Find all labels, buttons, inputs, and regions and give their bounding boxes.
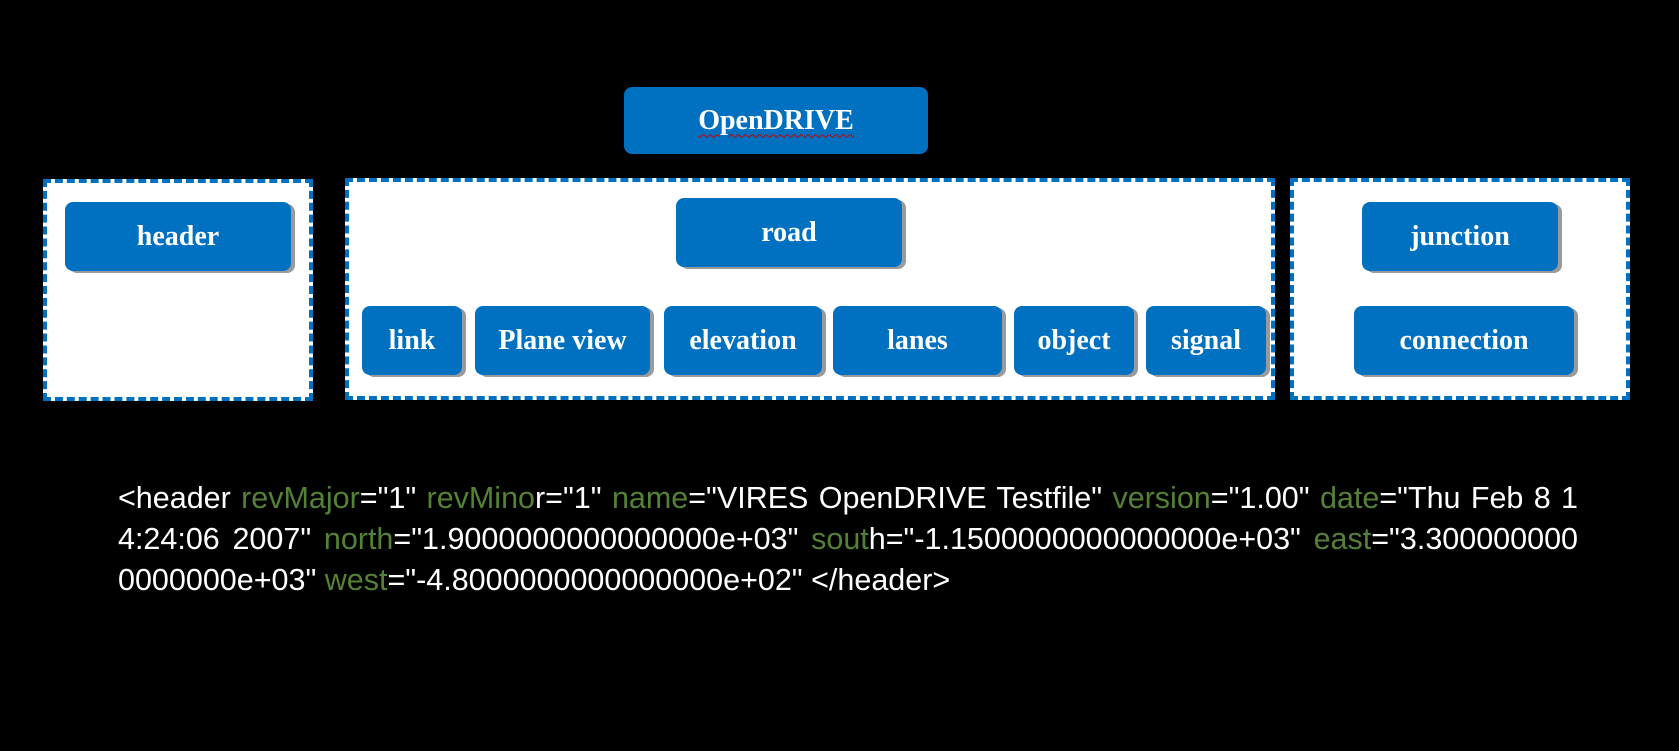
plane-view-node: Plane view — [475, 306, 650, 375]
header-node: header — [65, 202, 291, 271]
header-xml-sample: <header revMajor="1" revMinor="1" name="… — [118, 478, 1578, 601]
xml-attr-name: sout — [811, 522, 869, 556]
signal-node-label: signal — [1170, 324, 1242, 356]
xml-attr-name: north — [323, 522, 394, 556]
elevation-node-label: elevation — [689, 324, 797, 356]
xml-attr-value: ="-4.8000000000000000e+02" — [387, 563, 812, 597]
object-node-label: object — [1037, 324, 1111, 356]
plane-view-node-label: Plane view — [498, 324, 627, 356]
xml-attr-name: east — [1313, 522, 1372, 556]
xml-open-tag: <header — [118, 481, 242, 515]
lanes-node: lanes — [833, 306, 1002, 375]
link-node-label: link — [388, 324, 436, 356]
signal-node: signal — [1146, 306, 1266, 375]
link-node: link — [362, 306, 462, 375]
xml-attr-name: revMajor — [241, 481, 360, 515]
xml-attr-name: date — [1319, 481, 1380, 515]
xml-attr-name: revMino — [426, 481, 536, 515]
xml-attr-value: h="-1.1500000000000000e+03" — [868, 522, 1314, 556]
xml-attr-value: ="1.9000000000000000e+03" — [393, 522, 812, 556]
connection-node-label: connection — [1399, 324, 1529, 356]
xml-attr-value: ="1" — [359, 481, 427, 515]
junction-node: junction — [1362, 202, 1558, 271]
header-node-label: header — [136, 220, 220, 252]
object-node: object — [1014, 306, 1134, 375]
road-node: road — [676, 198, 902, 267]
xml-close-tag: </header> — [811, 563, 951, 597]
elevation-node: elevation — [664, 306, 822, 375]
lanes-node-label: lanes — [887, 324, 948, 356]
xml-attr-value: r="1" — [535, 481, 612, 515]
junction-node-label: junction — [1410, 220, 1510, 252]
xml-attr-name: version — [1112, 481, 1211, 515]
opendrive-root-node: OpenDRIVE — [624, 87, 928, 154]
xml-attr-value: ="VIRES OpenDRIVE Testfile" — [688, 481, 1113, 515]
xml-attr-name: name — [611, 481, 689, 515]
xml-attr-value: ="3.3000000000000000e+03" — [118, 522, 1578, 597]
road-node-label: road — [761, 216, 817, 248]
connection-node: connection — [1354, 306, 1574, 375]
xml-attr-value: ="Thu Feb 8 14:24:06 2007" — [118, 481, 1578, 556]
opendrive-root-label: OpenDRIVE — [698, 104, 854, 136]
xml-attr-name: west — [324, 563, 388, 597]
xml-attr-value: ="1.00" — [1210, 481, 1320, 515]
